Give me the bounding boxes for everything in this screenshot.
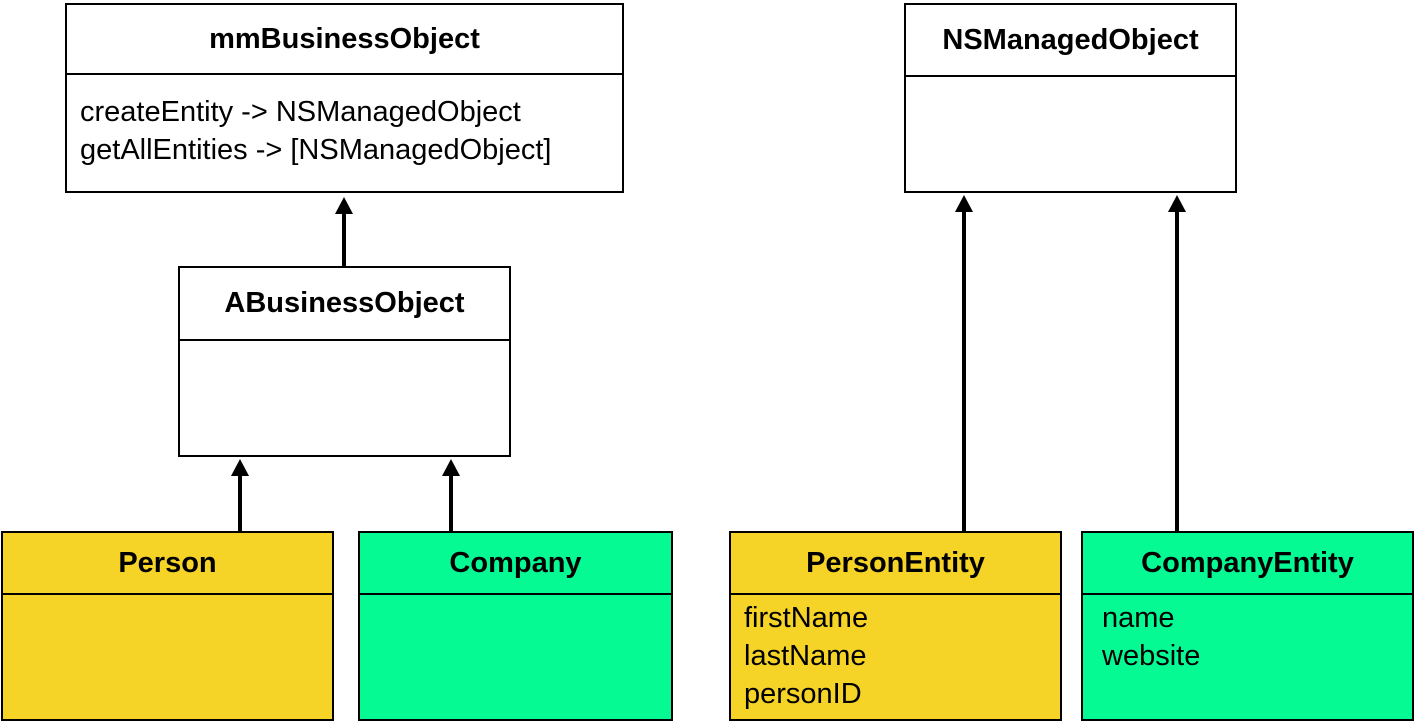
member-getallentities: getAllEntities -> [NSManagedObject] <box>80 134 552 166</box>
class-name-person: Person <box>3 533 332 595</box>
class-mmbusinessobject: mmBusinessObject createEntity -> NSManag… <box>65 3 624 193</box>
arrowhead-nsmanagedobject-right <box>1168 195 1186 212</box>
class-members-person <box>3 595 332 719</box>
class-abusinessobject: ABusinessObject <box>178 266 511 457</box>
class-members-nsmanagedobject <box>906 77 1235 191</box>
class-person: Person <box>1 531 334 721</box>
arrowhead-abusinessobject-left <box>231 459 249 476</box>
class-name-mmbusinessobject: mmBusinessObject <box>67 5 622 75</box>
class-members-companyentity: name website <box>1083 595 1412 719</box>
class-name-abusinessobject: ABusinessObject <box>180 268 509 341</box>
member-website: website <box>1102 640 1201 672</box>
member-firstname: firstName <box>744 602 869 634</box>
class-members-abusinessobject <box>180 341 509 455</box>
arrowhead-abusinessobject-right <box>442 459 460 476</box>
class-personentity: PersonEntity firstName lastName personID <box>729 531 1062 721</box>
arrowhead-nsmanagedobject-left <box>955 195 973 212</box>
arrowhead-mmbusinessobject <box>335 197 353 214</box>
class-members-personentity: firstName lastName personID <box>731 595 1060 719</box>
class-members-company <box>360 595 671 719</box>
class-company: Company <box>358 531 673 721</box>
class-nsmanagedobject: NSManagedObject <box>904 3 1237 193</box>
member-name: name <box>1102 602 1175 634</box>
class-name-companyentity: CompanyEntity <box>1083 533 1412 595</box>
member-personid: personID <box>744 678 862 710</box>
class-name-nsmanagedobject: NSManagedObject <box>906 5 1235 77</box>
class-name-company: Company <box>360 533 671 595</box>
member-createentity: createEntity -> NSManagedObject <box>80 96 521 128</box>
class-companyentity: CompanyEntity name website <box>1081 531 1414 721</box>
class-members-mmbusinessobject: createEntity -> NSManagedObject getAllEn… <box>67 75 622 191</box>
class-name-personentity: PersonEntity <box>731 533 1060 595</box>
member-lastname: lastName <box>744 640 867 672</box>
